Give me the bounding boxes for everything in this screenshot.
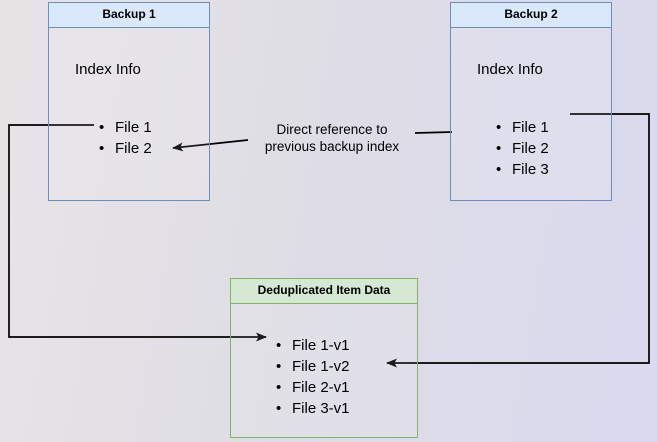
deduplicated-item-data-body: File 1-v1 File 1-v2 File 2-v1 File 3-v1 — [231, 304, 417, 437]
backup-2-title: Backup 2 — [451, 3, 611, 28]
list-item: File 2 — [496, 138, 549, 159]
backup-1-box[interactable]: Backup 1 Index Info File 1 File 2 — [48, 2, 210, 201]
backup-1-file-list: File 1 File 2 — [99, 117, 152, 159]
deduplicated-item-data-box[interactable]: Deduplicated Item Data File 1-v1 File 1-… — [230, 278, 418, 438]
list-item: File 3-v1 — [276, 398, 350, 419]
list-item: File 2 — [99, 138, 152, 159]
backup-2-file-list: File 1 File 2 File 3 — [496, 117, 549, 180]
list-item: File 1 — [496, 117, 549, 138]
list-item: File 1-v2 — [276, 356, 350, 377]
backup-1-title: Backup 1 — [49, 3, 209, 28]
backup-2-body: Index Info File 1 File 2 File 3 — [451, 28, 611, 200]
list-item: File 2-v1 — [276, 377, 350, 398]
list-item: File 1-v1 — [276, 335, 350, 356]
list-item: File 1 — [99, 117, 152, 138]
list-item: File 3 — [496, 159, 549, 180]
backup-1-body: Index Info File 1 File 2 — [49, 28, 209, 200]
backup-2-box[interactable]: Backup 2 Index Info File 1 File 2 File 3 — [450, 2, 612, 201]
direct-reference-caption: Direct reference to previous backup inde… — [264, 122, 400, 154]
deduplicated-item-data-title: Deduplicated Item Data — [231, 279, 417, 304]
backup-1-index-info-label: Index Info — [75, 61, 141, 78]
deduplicated-file-list: File 1-v1 File 1-v2 File 2-v1 File 3-v1 — [276, 335, 350, 419]
backup-2-index-info-label: Index Info — [477, 61, 543, 78]
